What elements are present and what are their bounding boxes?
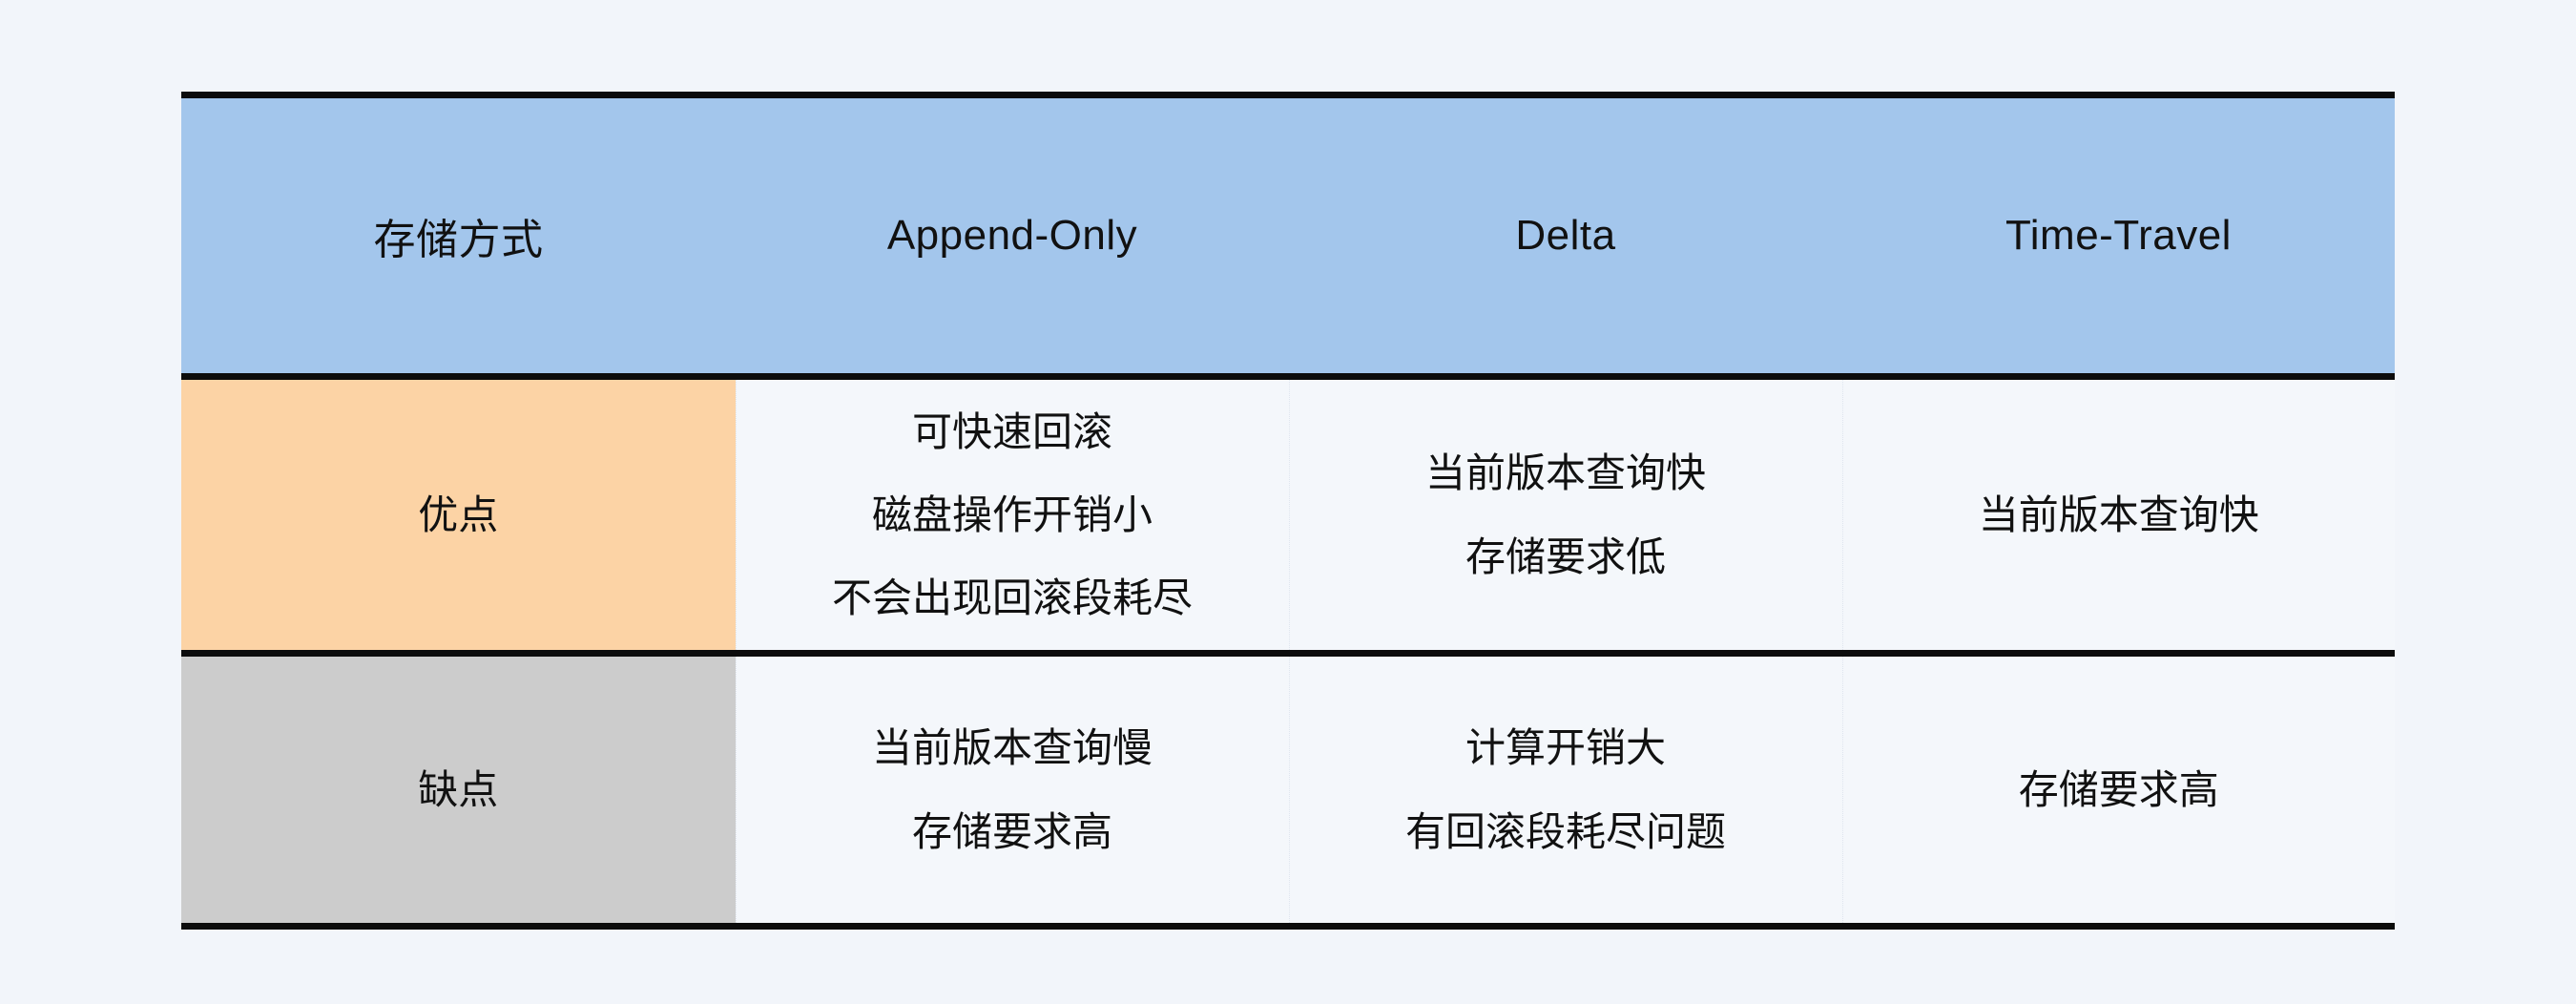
cell-line: 磁盘操作开销小 (871, 492, 1153, 537)
cell-line: 存储要求高 (911, 808, 1112, 854)
cell-pros-append-only: 可快速回滚 磁盘操作开销小 不会出现回滚段耗尽 (735, 376, 1289, 657)
cell-line: 有回滚段耗尽问题 (1404, 808, 1726, 854)
cell-cons-delta: 计算开销大 有回滚段耗尽问题 (1288, 653, 1842, 930)
cell-line: 计算开销大 (1465, 725, 1666, 771)
row-label-pros: 优点 (181, 376, 736, 657)
cell-line: 存储要求高 (2018, 766, 2219, 812)
column-header-append-only: Append-Only (736, 92, 1289, 380)
table-header-row: 存储方式 Append-Only Delta Time-Travel (181, 92, 2395, 380)
column-header-storage-method: 存储方式 (181, 92, 736, 380)
cell-pros-time-travel: 当前版本查询快 (1841, 376, 2395, 657)
storage-strategy-comparison-table: 存储方式 Append-Only Delta Time-Travel 优点 可快… (181, 92, 2395, 930)
comparison-table-container: 存储方式 Append-Only Delta Time-Travel 优点 可快… (181, 92, 2395, 930)
column-header-delta: Delta (1289, 92, 1842, 380)
cell-line: 当前版本查询慢 (871, 725, 1153, 771)
cell-line: 当前版本查询快 (1424, 450, 1706, 496)
column-header-time-travel: Time-Travel (1842, 92, 2395, 380)
cell-cons-append-only: 当前版本查询慢 存储要求高 (735, 653, 1289, 930)
table-row-cons: 缺点 当前版本查询慢 存储要求高 计算开销大 有回滚段耗尽问题 存储要求高 (181, 653, 2395, 930)
cell-cons-time-travel: 存储要求高 (1841, 653, 2395, 930)
row-label-cons: 缺点 (181, 653, 736, 930)
cell-pros-delta: 当前版本查询快 存储要求低 (1288, 376, 1842, 657)
cell-line: 存储要求低 (1465, 533, 1666, 579)
cell-line: 可快速回滚 (911, 408, 1112, 454)
cell-line: 当前版本查询快 (1978, 492, 2259, 537)
cell-line: 不会出现回滚段耗尽 (831, 575, 1193, 621)
table-row-pros: 优点 可快速回滚 磁盘操作开销小 不会出现回滚段耗尽 当前版本查询快 存储要求低 (181, 376, 2395, 657)
